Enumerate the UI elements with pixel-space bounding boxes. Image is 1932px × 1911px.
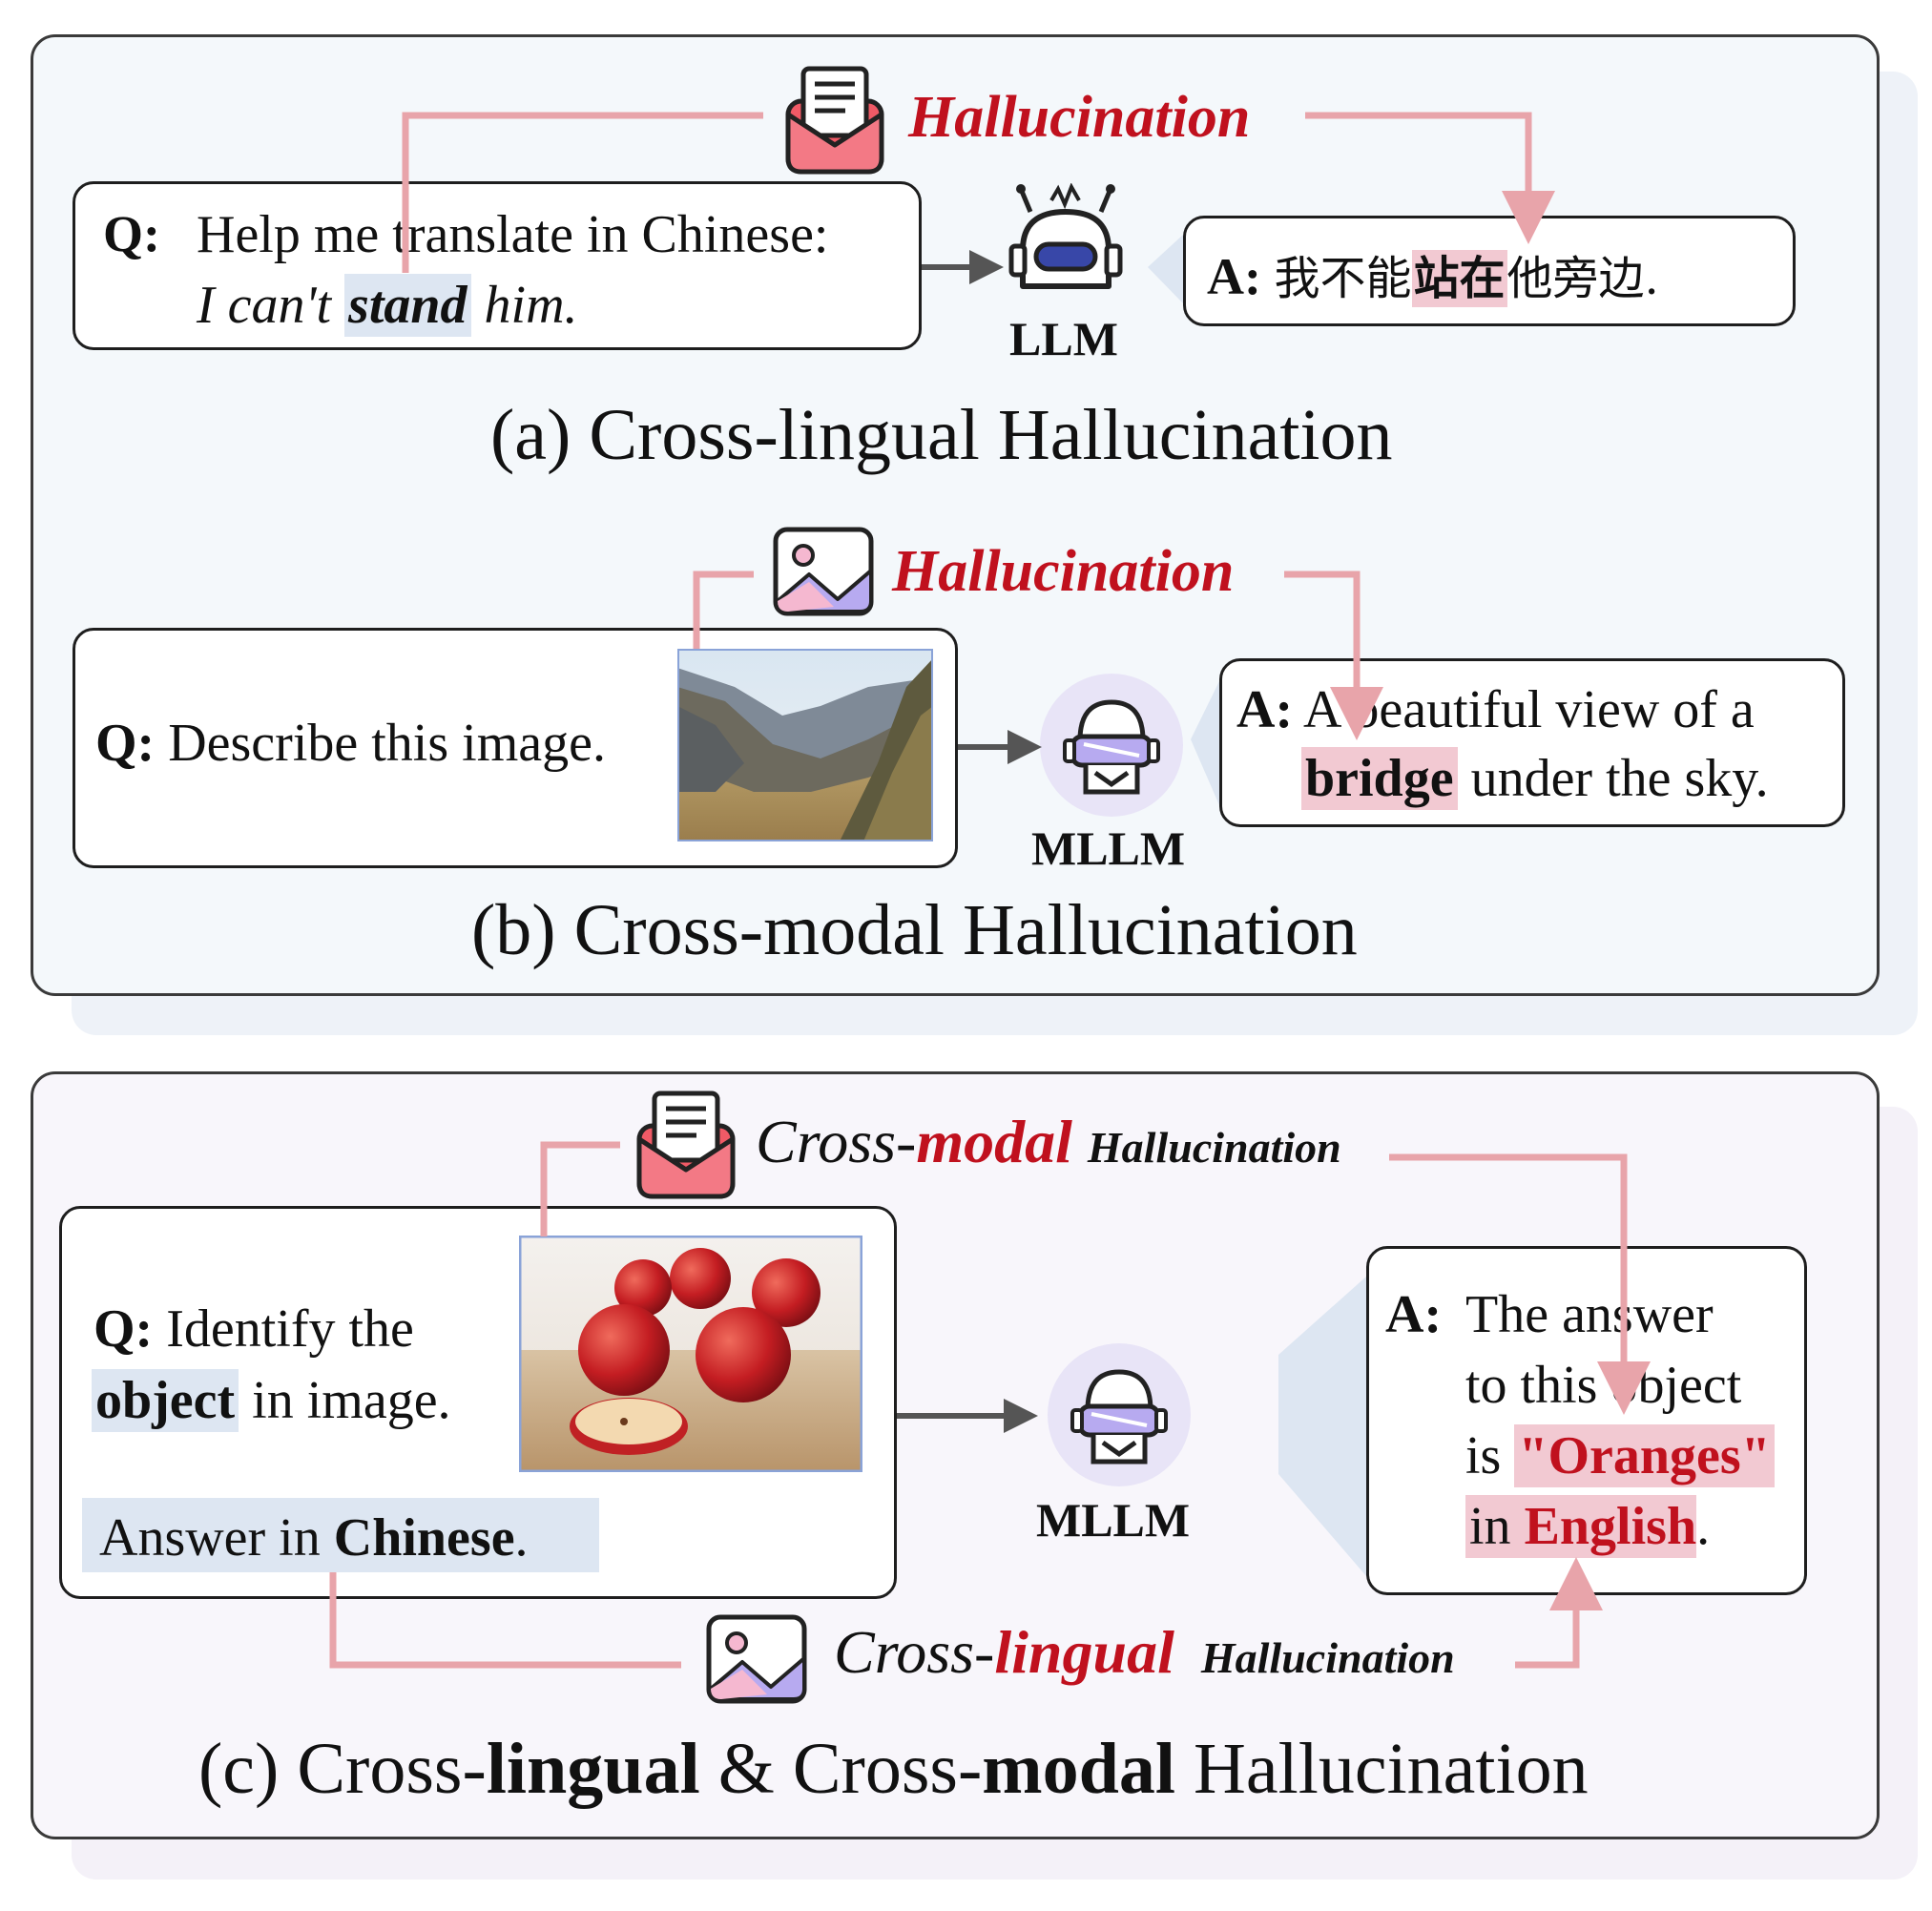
answer-instruction: Answer in Chinese. [82,1498,599,1572]
answer-text-a: A: 我不能站在他旁边. [1207,248,1659,307]
envelope-icon [785,66,884,175]
caption-a: (a) Cross-lingual Hallucination [490,395,1393,475]
callout-wedge [1191,681,1219,805]
question-text-c-line1: Q: Identify the [93,1299,414,1359]
answer-label-c: A: [1385,1285,1443,1344]
question-label-a: Q: [103,205,160,262]
answer-text-c-line4: in English. [1465,1495,1710,1558]
model-name-llm: LLM [1009,312,1118,365]
hallucination-connector-b [693,571,754,649]
key-word-english: English [1524,1497,1697,1556]
question-text-a-line1: Help me translate in Chinese: [197,205,829,264]
robot-icon [1008,183,1123,289]
question-text-b: Q: Describe this image. [95,714,606,773]
cross-modal-label: Cross-modal Hallucination [756,1108,1341,1175]
callout-wedge [1278,1277,1366,1576]
model-name-mllm-b: MLLM [1031,821,1186,875]
envelope-icon [636,1091,736,1199]
hallucination-connector-a [402,112,763,273]
key-word-object: object [92,1369,239,1432]
caption-b: (b) Cross-modal Hallucination [471,890,1358,970]
apples-photo [519,1236,862,1472]
hallucination-label-a: Hallucination [908,85,1251,150]
answer-text-c-line3: is "Oranges" [1465,1424,1775,1487]
cross-lingual-label: Cross-lingual Hallucination [834,1618,1455,1686]
key-word-zhanzai: 站在 [1411,250,1507,307]
question-text-a-line2: I can't stand him. [197,274,578,337]
question-box-a [73,181,922,350]
key-word-oranges: "Oranges" [1514,1424,1775,1487]
cross-modal-connector [540,1141,620,1236]
answer-text-b-line2: bridge under the sky. [1301,747,1769,810]
vr-robot-icon [1040,674,1183,817]
vr-robot-icon [1048,1343,1191,1486]
key-word-bridge: bridge [1301,747,1458,810]
caption-c: (c) Cross-lingual & Cross-modal Hallucin… [198,1729,1589,1809]
model-name-mllm-c: MLLM [1036,1493,1191,1547]
question-text-c-line2: object in image. [92,1369,451,1432]
key-word-stand: stand [344,274,471,337]
mountain-photo [677,649,933,841]
hallucination-label-b: Hallucination [892,539,1235,604]
callout-wedge [1148,235,1183,303]
image-icon [706,1614,807,1704]
answer-text-c-line1: The answer [1465,1285,1714,1344]
image-icon [773,527,874,616]
cross-lingual-connector [329,1572,681,1669]
